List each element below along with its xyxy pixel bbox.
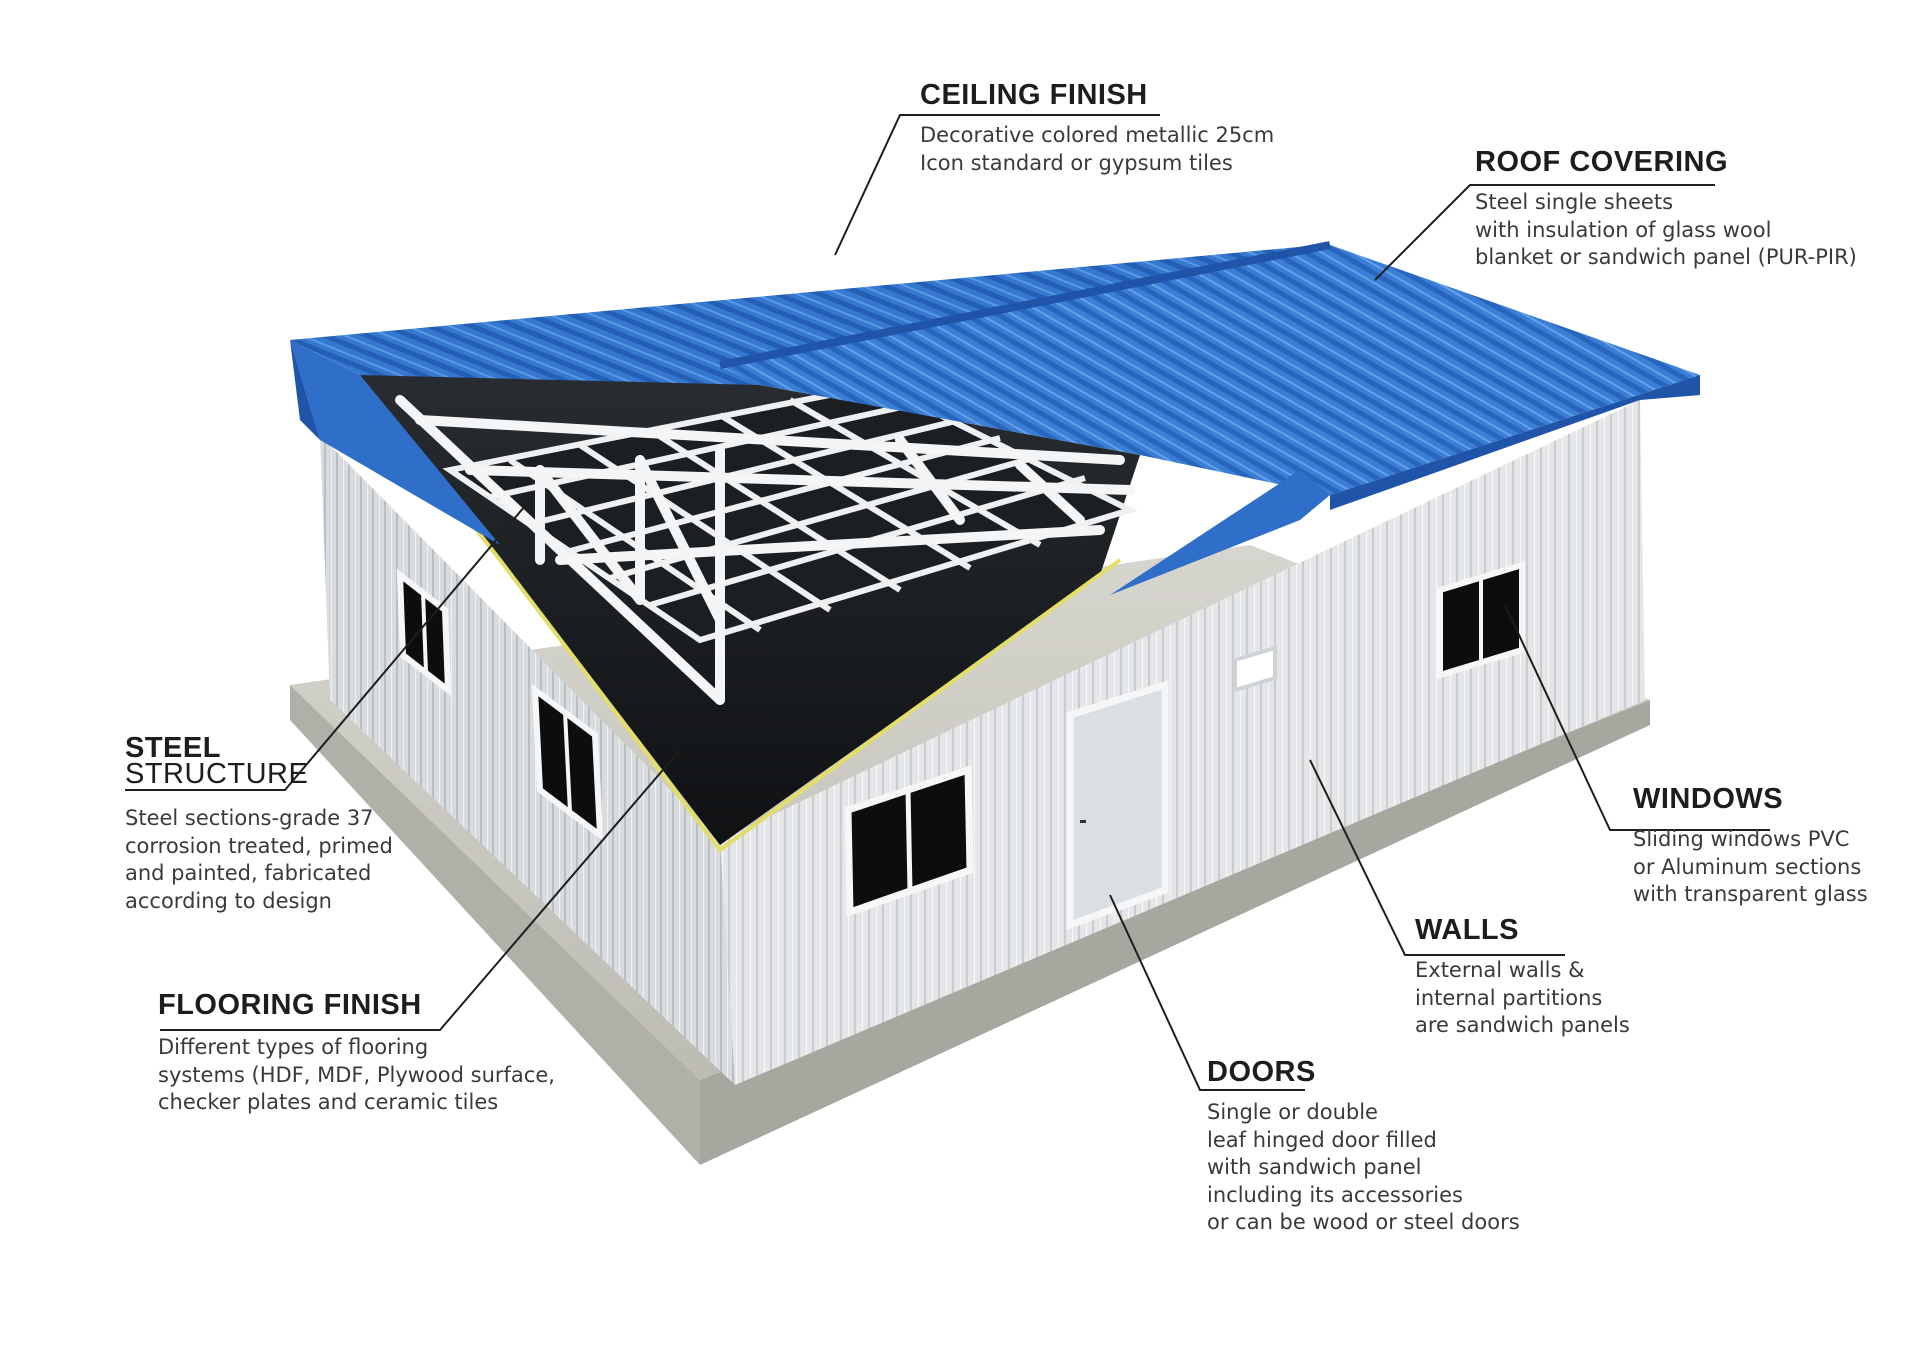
ceiling-finish-line: Icon standard or gypsum tiles: [920, 150, 1233, 175]
roof: [290, 241, 1700, 595]
doors-line: including its accessories: [1207, 1182, 1463, 1207]
roof-covering-line: Steel single sheets: [1475, 190, 1674, 214]
doors-line: leaf hinged door filled: [1207, 1127, 1437, 1152]
label-doors: DOORS Single or double leaf hinged door …: [1207, 1057, 1520, 1237]
window-front-1: [844, 765, 974, 917]
roof-covering-line: with insulation of glass wool: [1475, 217, 1772, 242]
steel-structure-line: Steel sections-grade 37: [125, 806, 374, 830]
walls-line: internal partitions: [1415, 985, 1603, 1010]
leader-lines: [125, 114, 1770, 1091]
door: [1066, 680, 1169, 931]
steel-structure-line: corrosion treated, primed: [125, 833, 393, 858]
windows-line: Sliding windows PVC: [1633, 827, 1850, 851]
steel-structure-title-2: STRUCTURE: [125, 758, 309, 790]
leader-ceiling: [834, 114, 1160, 256]
roof-covering-line: blanket or sandwich panel (PUR-PIR): [1475, 245, 1857, 269]
leader-walls: [1309, 759, 1565, 956]
doors-line: or can be wood or steel doors: [1207, 1210, 1520, 1234]
windows-line: or Aluminum sections: [1633, 854, 1862, 879]
windows-title: WINDOWS: [1633, 783, 1784, 815]
roof-covering-title: ROOF COVERING: [1475, 146, 1729, 178]
walls-line: External walls &: [1415, 958, 1585, 982]
flooring-finish-line: checker plates and ceramic tiles: [158, 1090, 499, 1114]
window-front-small: [1233, 645, 1277, 693]
leader-roof: [1374, 184, 1715, 281]
window-front-2: [1437, 560, 1525, 680]
front-wall: [720, 400, 1645, 1085]
ceiling-finish-title: CEILING FINISH: [920, 79, 1148, 111]
label-walls: WALLS External walls & internal partitio…: [1415, 915, 1630, 1040]
steel-trusses: [395, 395, 1135, 705]
flooring-finish-line: systems (HDF, MDF, Plywood surface,: [158, 1062, 555, 1087]
window-left-1: [396, 568, 452, 697]
label-steel-structure: STEEL STRUCTURE Steel sections-grade 37 …: [125, 732, 393, 915]
doors-line: Single or double: [1207, 1100, 1378, 1124]
windows-line: with transparent glass: [1633, 882, 1868, 906]
flooring-finish-line: Different types of flooring: [158, 1035, 429, 1059]
leader-doors: [1109, 894, 1305, 1091]
flooring-finish-title: FLOORING FINISH: [158, 989, 422, 1021]
label-roof-covering: ROOF COVERING Steel single sheets with i…: [1475, 147, 1857, 272]
leader-windows: [1504, 604, 1770, 831]
window-left-2: [531, 683, 604, 842]
label-ceiling-finish: CEILING FINISH Decorative colored metall…: [920, 80, 1274, 177]
ceiling-finish-line: Decorative colored metallic 25cm: [920, 123, 1275, 147]
label-windows: WINDOWS Sliding windows PVC or Aluminum …: [1633, 784, 1868, 909]
walls-title: WALLS: [1415, 914, 1519, 946]
steel-structure-title: STEEL: [125, 732, 221, 764]
steel-structure-line: according to design: [125, 888, 332, 913]
walls-line: are sandwich panels: [1415, 1013, 1630, 1037]
doors-line: with sandwich panel: [1207, 1155, 1422, 1179]
leader-flooring: [160, 749, 681, 1031]
label-flooring-finish: FLOORING FINISH Different types of floor…: [158, 990, 555, 1117]
leader-steel: [125, 499, 531, 791]
steel-structure-line: and painted, fabricated: [125, 861, 372, 885]
doors-title: DOORS: [1207, 1056, 1316, 1088]
